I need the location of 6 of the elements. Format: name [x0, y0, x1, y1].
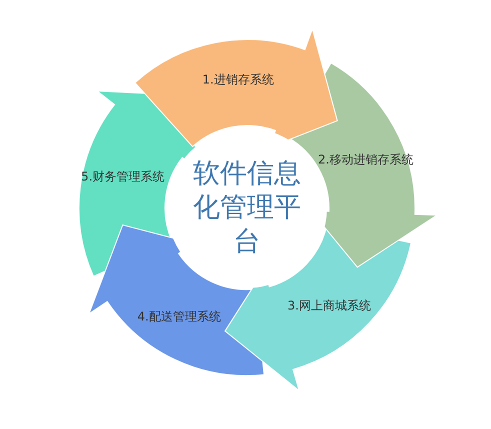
segment-label: 2.移动进销存系统	[318, 152, 414, 169]
segment-label: 1.进销存系统	[202, 72, 274, 89]
platform-title: 软件信息化管理平台	[192, 157, 302, 259]
segment-label: 5.财务管理系统	[81, 168, 164, 186]
segment-label: 3.网上商城系统	[288, 298, 371, 315]
segment-label: 4.配送管理系统	[137, 308, 221, 326]
